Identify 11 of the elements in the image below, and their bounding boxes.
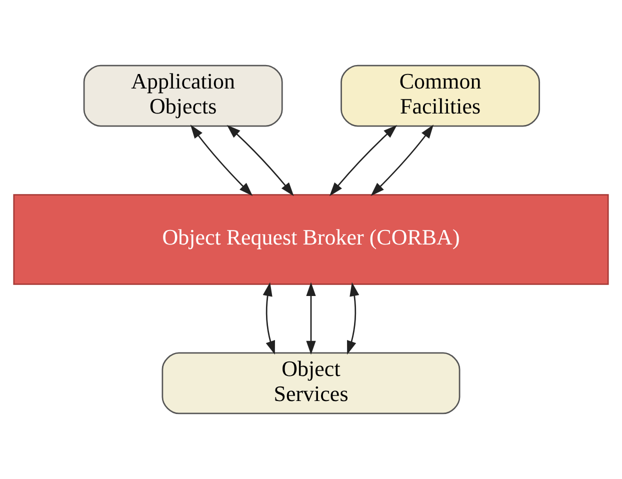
node-box: Common Facilities <box>340 64 540 127</box>
arrow <box>306 282 316 355</box>
arrow <box>330 124 398 196</box>
node-box: Object Request Broker (CORBA) <box>13 194 609 285</box>
arrow <box>347 282 360 355</box>
node-box: Object Services <box>162 352 460 414</box>
arrow <box>370 124 434 196</box>
node-box: Application Objects <box>83 64 283 127</box>
arrow <box>226 124 294 196</box>
arrow <box>262 282 275 355</box>
arrow <box>190 124 253 196</box>
